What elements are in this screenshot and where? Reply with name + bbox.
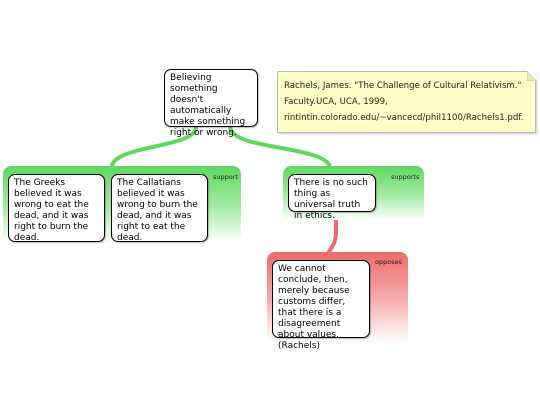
link-central-to-support (110, 126, 198, 167)
reason-no-truth-text: There is no such thing as universal trut… (294, 178, 368, 221)
support-label: support (213, 173, 238, 181)
opposes-label: opposes (375, 258, 402, 266)
link-central-to-supports (228, 126, 332, 168)
note-fold-icon (527, 71, 537, 81)
central-claim-text: Believing something doesn't automaticall… (170, 73, 246, 138)
reason-callatians-node[interactable]: The Callatians believed it was wrong to … (111, 174, 208, 243)
reason-callatians-text: The Callatians believed it was wrong to … (117, 178, 198, 243)
central-claim-node[interactable]: Believing something doesn't automaticall… (164, 69, 258, 138)
citation-text: Rachels, James. "The Challenge of Cultur… (284, 81, 524, 123)
supports-label: supports (391, 173, 420, 181)
objection-rachels-text: We cannot conclude, then, merely because… (278, 264, 350, 351)
objection-rachels-node[interactable]: We cannot conclude, then, merely because… (272, 260, 370, 351)
reason-no-truth-node[interactable]: There is no such thing as universal trut… (288, 174, 376, 221)
citation-note[interactable]: Rachels, James. "The Challenge of Cultur… (277, 71, 536, 133)
reason-greeks-node[interactable]: The Greeks believed it was wrong to eat … (8, 174, 105, 243)
reason-greeks-text: The Greeks believed it was wrong to eat … (14, 178, 89, 243)
